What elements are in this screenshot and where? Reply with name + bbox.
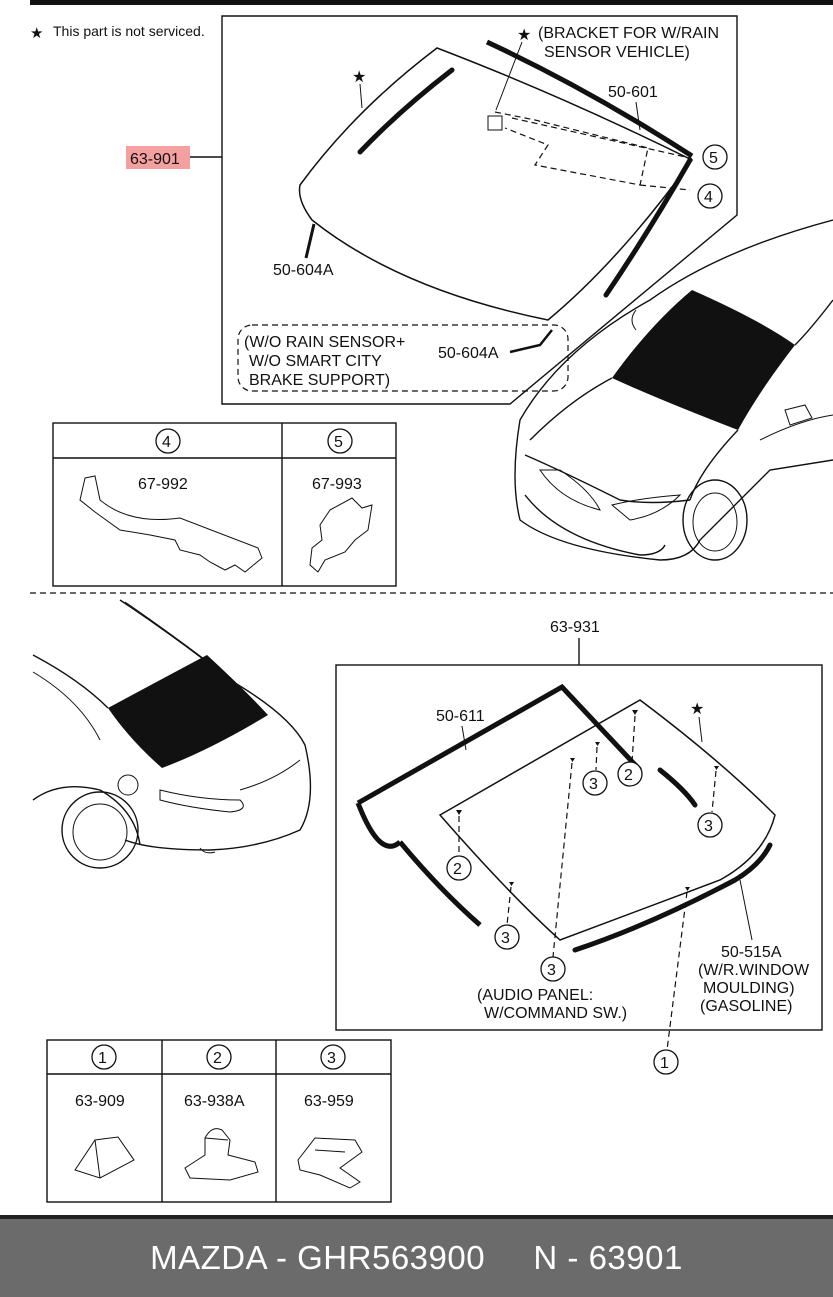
callout-2-left xyxy=(446,855,472,881)
label-50-611[interactable]: 50-611 xyxy=(436,708,485,725)
callout-2-upper-right-text: 2 xyxy=(624,767,633,784)
leader-50-515A xyxy=(739,879,753,941)
rear-glass xyxy=(438,699,776,941)
parts-diagram: ★ This part is not serviced. 63-901 ★ ★ … xyxy=(30,15,833,1203)
upper-assembly-frame xyxy=(221,15,738,405)
leader-50-611 xyxy=(461,725,467,751)
leader-star-rear xyxy=(698,716,703,743)
front-car-illustration xyxy=(514,219,833,561)
fastener-leaders xyxy=(458,715,717,1051)
table-callout-1-text: 1 xyxy=(98,1050,107,1067)
callout-2-left-text: 2 xyxy=(453,861,462,878)
table-callout-3-text: 3 xyxy=(327,1050,336,1067)
leader-star-left xyxy=(359,83,363,109)
table-callout-4 xyxy=(155,428,181,454)
sensor-bracket-icon xyxy=(487,115,503,131)
upper-parts-table xyxy=(52,422,397,587)
rear-right-seal xyxy=(657,767,698,808)
table-callout-5-text: 5 xyxy=(334,434,343,451)
label-50-604A[interactable]: 50-604A xyxy=(273,262,334,279)
part-63-959-shape xyxy=(297,1137,363,1189)
table-part-63-938A[interactable]: 63-938A xyxy=(184,1093,245,1110)
variant-line1: (W/O RAIN SENSOR+ xyxy=(244,334,405,351)
callout-3-left xyxy=(494,924,520,950)
leader-callout-5 xyxy=(511,117,691,159)
audio-note-line2: W/COMMAND SW.) xyxy=(484,1005,627,1022)
callout-1-bottom-text: 1 xyxy=(660,1055,669,1072)
star-marker-rear: ★ xyxy=(690,701,704,718)
moulding-50-601 xyxy=(485,39,694,159)
lower-assembly-frame xyxy=(335,664,823,1031)
side-note-line2: MOULDING) xyxy=(703,980,795,997)
callout-3-right xyxy=(697,812,723,838)
variant-line3: BRAKE SUPPORT) xyxy=(249,372,390,389)
part-67-993-shape xyxy=(309,497,373,573)
part-63-909-shape xyxy=(74,1136,135,1179)
table-part-67-992[interactable]: 67-992 xyxy=(138,476,188,493)
callout-4-upper-text: 4 xyxy=(704,189,713,206)
callout-3-audio xyxy=(540,956,566,982)
leader-50-601 xyxy=(635,101,641,131)
label-variant-50-604A[interactable]: 50-604A xyxy=(438,345,499,362)
moulding-50-611 xyxy=(356,683,642,927)
footer-bar: MAZDA - GHR563900 N - 63901 xyxy=(0,1215,833,1297)
table-callout-2 xyxy=(206,1044,232,1070)
table-part-63-959[interactable]: 63-959 xyxy=(304,1093,354,1110)
part-67-992-shape xyxy=(79,475,263,573)
part-label-63-901[interactable]: 63-901 xyxy=(130,151,180,168)
callout-3-right-text: 3 xyxy=(704,818,713,835)
part-63-938A-shape xyxy=(184,1128,259,1181)
footer-part-number: MAZDA - GHR563900 N - 63901 xyxy=(150,1239,683,1276)
star-marker-bracket: ★ xyxy=(517,27,531,44)
bracket-note-line1: (BRACKET FOR W/RAIN xyxy=(538,25,719,42)
table-callout-1 xyxy=(91,1044,117,1070)
top-border xyxy=(30,0,833,5)
variant-seal xyxy=(509,329,553,354)
moulding-50-611-corner xyxy=(355,802,402,849)
side-note-line3: (GASOLINE) xyxy=(700,998,792,1015)
left-upper-seal xyxy=(357,67,455,155)
moulding-50-515A xyxy=(572,842,773,953)
table-callout-2-text: 2 xyxy=(213,1050,222,1067)
label-50-515A[interactable]: 50-515A xyxy=(721,944,782,961)
callout-4-upper xyxy=(697,183,723,209)
table-callout-4-text: 4 xyxy=(162,434,171,451)
callout-5-upper-text: 5 xyxy=(709,150,718,167)
table-part-67-993[interactable]: 67-993 xyxy=(312,476,362,493)
rear-car-illustration xyxy=(32,599,312,869)
table-part-63-909[interactable]: 63-909 xyxy=(75,1093,125,1110)
variant-line2: W/O SMART CITY xyxy=(249,353,382,370)
side-note-line1: (W/R.WINDOW xyxy=(698,962,810,979)
callout-1-bottom xyxy=(653,1049,679,1075)
variant-box xyxy=(237,324,569,392)
fastener-markers xyxy=(456,710,719,891)
callout-5-upper xyxy=(702,144,728,170)
bracket-note-line2: SENSOR VEHICLE) xyxy=(544,44,690,61)
audio-note-line1: (AUDIO PANEL: xyxy=(477,987,593,1004)
label-50-601[interactable]: 50-601 xyxy=(608,84,658,101)
callout-3-top-text: 3 xyxy=(589,776,598,793)
right-side-seal xyxy=(603,157,693,298)
leader-bracket xyxy=(495,41,523,111)
callout-3-top xyxy=(582,770,608,796)
legend-note: This part is not serviced. xyxy=(53,23,205,39)
lower-parts-table xyxy=(46,1039,392,1203)
table-callout-3 xyxy=(320,1044,346,1070)
table-callout-5 xyxy=(327,428,353,454)
callout-3-audio-text: 3 xyxy=(547,962,556,979)
legend-star: ★ xyxy=(30,25,43,42)
callout-3-left-text: 3 xyxy=(501,930,510,947)
star-marker-left: ★ xyxy=(352,69,366,86)
part-label-63-931[interactable]: 63-931 xyxy=(550,619,600,636)
seal-50-604A xyxy=(304,223,316,259)
part-label-highlight xyxy=(126,146,190,169)
callout-2-upper-right xyxy=(617,761,643,787)
leader-callout-4 xyxy=(639,184,691,191)
